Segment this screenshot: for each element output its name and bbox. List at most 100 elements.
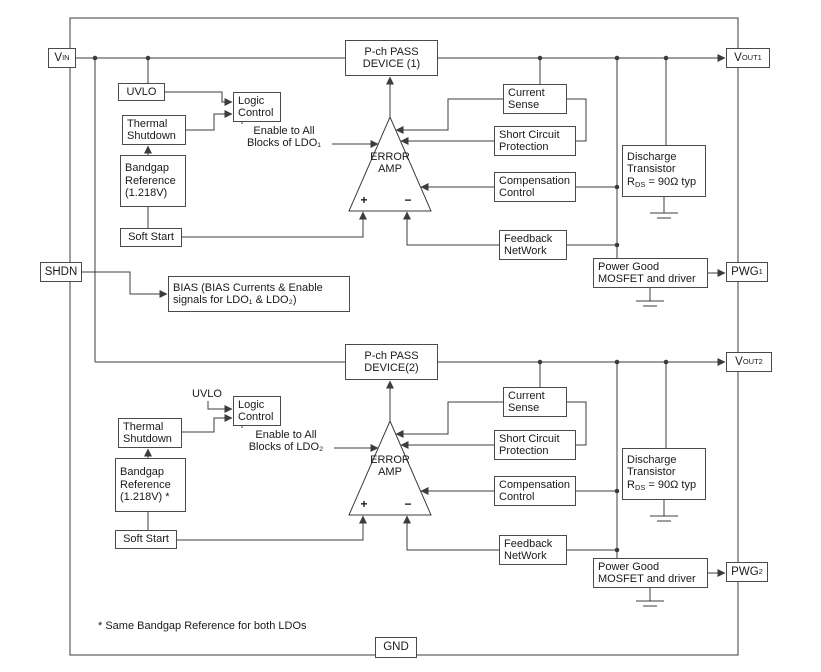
rds-sub: DS [634, 179, 646, 189]
enable-blocks-ldo2-label: Enable to All Blocks of LDO₂ [238, 428, 334, 454]
text-line: (1.218V) * [120, 491, 170, 504]
text-line: Discharge [627, 150, 677, 163]
text-line: Sense [508, 402, 540, 414]
text-line: MOSFET and driver [598, 273, 696, 285]
text-line: Reference [125, 174, 176, 187]
text-line: Control [499, 491, 535, 503]
text-line: Current [508, 86, 545, 99]
pin-sub: OUT1 [741, 52, 762, 62]
text-line: UVLO [126, 85, 157, 98]
pin-base: PWG [731, 565, 759, 578]
bias-block: BIAS (BIAS Currents & Enable signals for… [168, 276, 350, 312]
text-line: Control [238, 107, 274, 119]
pin-base: V [54, 51, 63, 64]
ground-symbol [650, 515, 678, 522]
pin-label: GND [383, 641, 409, 654]
text-line: Thermal [127, 117, 168, 130]
text-line: UVLO [192, 388, 222, 401]
minus-sign: − [404, 193, 412, 207]
text-line: Control [499, 187, 535, 199]
text-line: NetWork [504, 245, 547, 257]
enable-blocks-ldo1-label: Enable to All Blocks of LDO₁ [236, 124, 332, 150]
compensation-control-2-block: Compensation Control [494, 476, 576, 506]
text-line: Protection [499, 141, 549, 153]
text-line: Logic [238, 398, 265, 411]
text-line: Enable to All [255, 428, 317, 441]
text-line: Sense [508, 99, 540, 111]
error-amp-2-minus: − [401, 498, 415, 510]
wires [76, 54, 726, 601]
text-line: Blocks of LDO₂ [248, 441, 324, 453]
text-line: signals for LDO₁ & LDO₂) [173, 294, 297, 306]
text-line: P-ch PASS [364, 349, 419, 362]
text-line: Power Good [598, 260, 660, 273]
ground-symbol [636, 300, 664, 307]
rds-rest: = 90Ω typ [645, 478, 697, 491]
text-line: NetWork [504, 550, 547, 562]
power-good-2-block: Power Good MOSFET and driver [593, 558, 708, 588]
text-line: Compensation [499, 478, 570, 491]
feedback-network-2-block: Feedback NetWork [499, 535, 567, 565]
logic-control-2-block: Logic Control [233, 396, 281, 426]
soft-start-1-block: Soft Start [120, 228, 182, 247]
text-line: Soft Start [123, 533, 169, 546]
text-line: Shutdown [127, 130, 176, 142]
error-amp-2-label: ERROR AMP [357, 453, 423, 479]
pin-base: V [734, 51, 742, 64]
text-line: MOSFET and driver [598, 573, 696, 585]
plus-sign: + [360, 497, 368, 511]
ground-symbol [636, 600, 664, 607]
text-line: DEVICE(2) [364, 362, 419, 374]
text-line: RDS = 90Ω typ [627, 479, 696, 495]
text-line: Transistor [627, 163, 676, 176]
text-line: Thermal [123, 420, 164, 433]
bandgap-reference-2-block: Bandgap Reference (1.218V) * [115, 458, 186, 512]
pin-sub: OUT2 [742, 356, 763, 366]
text-line: (1.218V) [125, 187, 168, 200]
text-line: Control [238, 411, 274, 423]
text-line: Current [508, 389, 545, 402]
discharge-transistor-1-block: Discharge Transistor RDS = 90Ω typ [622, 145, 706, 197]
gnd-pin: GND [375, 637, 417, 658]
pin-base: V [735, 355, 743, 368]
text-line: BIAS (BIAS Currents & Enable [173, 281, 323, 294]
error-amp-1-triangle [348, 115, 432, 212]
pin-sub: 2 [758, 566, 763, 576]
footnote-text: * Same Bandgap Reference for both LDOs [98, 620, 307, 632]
short-circuit-protection-2-block: Short Circuit Protection [494, 430, 576, 460]
text-line: Short Circuit [499, 432, 560, 445]
pin-sub: 1 [758, 266, 763, 276]
pass-device-1-block: P-ch PASS DEVICE (1) [345, 40, 438, 76]
compensation-control-1-block: Compensation Control [494, 172, 576, 202]
text-line: AMP [378, 163, 402, 175]
text-line: ERROR [370, 453, 410, 466]
junction-dots [92, 55, 669, 553]
minus-sign: − [404, 497, 412, 511]
text-line: DEVICE (1) [362, 58, 421, 70]
pin-base: PWG [731, 265, 759, 278]
text-line: Bandgap [125, 162, 170, 175]
error-amp-1-minus: − [401, 194, 415, 206]
text-line: Compensation [499, 174, 570, 187]
text-line: Logic [238, 94, 265, 107]
text-line: Feedback [504, 537, 553, 550]
discharge-transistor-2-block: Discharge Transistor RDS = 90Ω typ [622, 448, 706, 500]
text-line: Power Good [598, 560, 660, 573]
power-good-1-block: Power Good MOSFET and driver [593, 258, 708, 288]
text-line: Transistor [627, 466, 676, 479]
text-line: Soft Start [128, 231, 174, 244]
feedback-network-1-block: Feedback NetWork [499, 230, 567, 260]
current-sense-1-block: Current Sense [503, 84, 567, 114]
bandgap-reference-1-block: Bandgap Reference (1.218V) [120, 155, 186, 207]
text-line: AMP [378, 466, 402, 478]
text-line: Short Circuit [499, 128, 560, 141]
current-sense-2-block: Current Sense [503, 387, 567, 417]
error-amp-2-triangle [348, 419, 432, 516]
